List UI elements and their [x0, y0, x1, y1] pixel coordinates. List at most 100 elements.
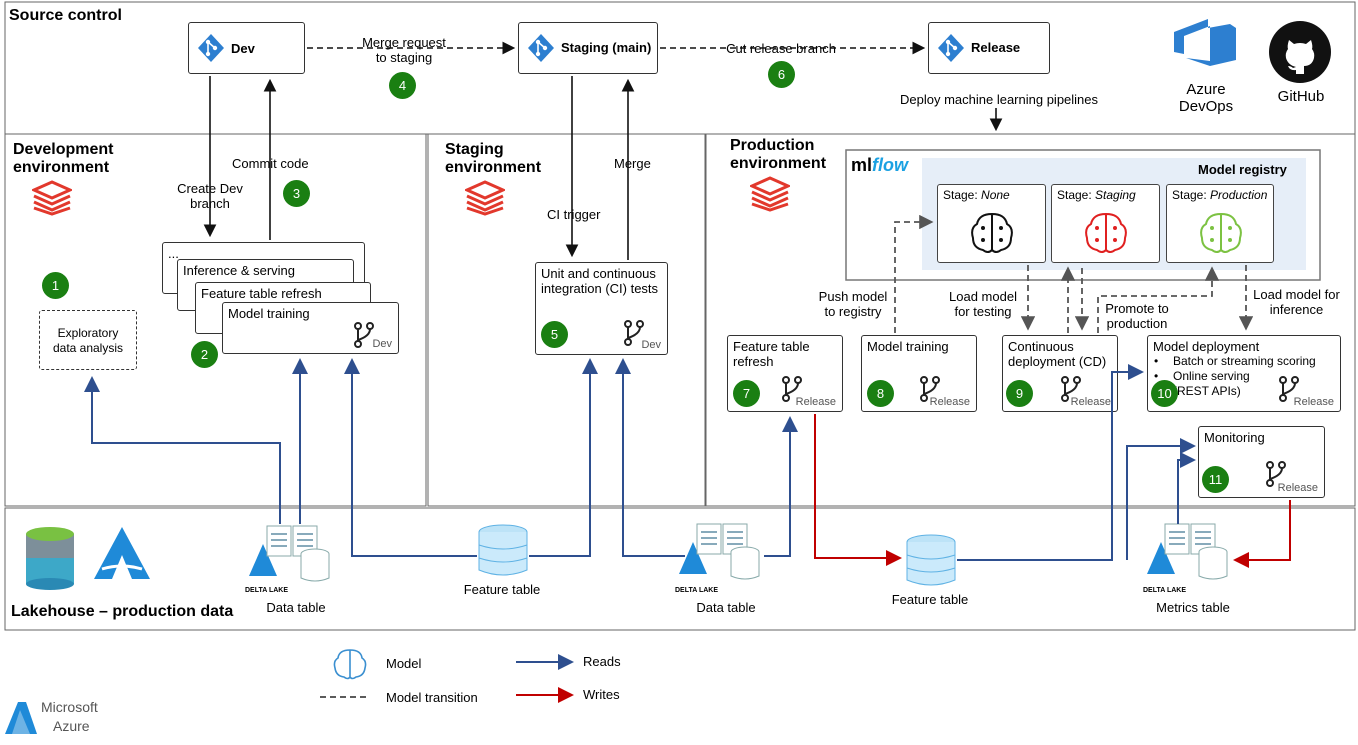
legend-model-label: Model — [386, 656, 422, 671]
bullet-dot-2: • — [1154, 369, 1159, 383]
batch-scoring-bullet: Batch or streaming scoring — [1173, 354, 1316, 368]
databricks-dev-icon — [32, 180, 72, 216]
delta-lake-table-icon-1 — [249, 525, 330, 582]
model-training-dev-label: Model training — [228, 306, 310, 321]
stage-production-name: Production — [1210, 188, 1268, 202]
step-1-badge: 1 — [42, 272, 69, 299]
step-10-badge: 10 — [1151, 380, 1178, 407]
model-deployment-label: Model deployment — [1153, 339, 1260, 354]
mlflow-logo: mlflow — [851, 155, 908, 175]
repo-branch-icon — [1266, 461, 1286, 487]
step-4-badge: 4 — [389, 72, 416, 99]
feature-table-icon-1 — [478, 524, 528, 576]
ci-tests-label: Unit and continuous integration (CI) tes… — [541, 266, 659, 296]
repo-branch-icon — [1279, 376, 1299, 402]
legend-writes-label: Writes — [583, 687, 620, 702]
mlflow-logo-ml: ml — [851, 155, 873, 175]
git-branch-icon — [938, 34, 964, 62]
repo-branch-icon — [920, 376, 940, 402]
stage-production-label: Stage: Production — [1172, 188, 1267, 202]
merge-label: Merge — [614, 156, 651, 171]
git-branch-icon — [528, 34, 554, 62]
load-testing-label: Load model for testing — [949, 289, 1017, 319]
step-11-badge: 11 — [1202, 466, 1229, 493]
stage-none-label: Stage: None — [943, 188, 1010, 202]
github-icon — [1269, 21, 1331, 83]
staging-branch-box[interactable]: Staging (main) — [518, 22, 658, 74]
model-deployment-box[interactable]: Model deployment • Batch or streaming sc… — [1147, 335, 1341, 412]
feature-refresh-dev-label: Feature table refresh — [201, 286, 322, 301]
model-training-prod-label: Model training — [867, 339, 949, 354]
repo-branch-icon — [354, 322, 374, 348]
feature-refresh-prod-label: Feature table refresh — [733, 339, 810, 369]
dev-branch-box[interactable]: Dev — [188, 22, 305, 74]
monitoring-box[interactable]: Monitoring Release — [1198, 426, 1325, 498]
monitoring-tag: Release — [1277, 482, 1318, 494]
feature-table-icon-2 — [906, 534, 956, 586]
data-table-label-2: Data table — [696, 600, 756, 615]
mlflow-logo-flow: flow — [872, 155, 909, 175]
stage-staging-prefix: Stage: — [1057, 188, 1096, 202]
github-label: GitHub — [1277, 88, 1325, 105]
step-8-badge: 8 — [867, 380, 894, 407]
databricks-staging-icon — [465, 180, 505, 216]
create-dev-branch-label: Create Dev branch — [177, 181, 243, 211]
step-5-badge: 5 — [541, 321, 568, 348]
staging-branch-label: Staging (main) — [561, 40, 652, 55]
brain-model-icon — [971, 212, 1013, 253]
exploratory-box[interactable]: Exploratory data analysis — [39, 310, 137, 370]
feature-refresh-prod-tag: Release — [795, 396, 836, 408]
feature-table-label-2: Feature table — [891, 592, 969, 607]
legend-model-icon — [333, 649, 367, 680]
legend-reads-label: Reads — [583, 654, 621, 669]
development-heading: Development environment — [13, 141, 114, 176]
data-table-label-1: Data table — [266, 600, 326, 615]
azure-label: Azure — [53, 718, 90, 734]
stage-production-box[interactable]: Stage: Production — [1166, 184, 1274, 263]
promote-label: Promote to production — [1105, 301, 1169, 331]
dev-branch-label: Dev — [231, 41, 255, 56]
stage-none-name: None — [981, 188, 1010, 202]
cut-release-label: Cut release branch — [726, 41, 836, 56]
cd-label: Continuous deployment (CD) — [1008, 339, 1107, 369]
stage-staging-box[interactable]: Stage: Staging — [1051, 184, 1160, 263]
microsoft-azure-logo-icon — [5, 702, 37, 734]
release-branch-box[interactable]: Release — [928, 22, 1050, 74]
step-7-badge: 7 — [733, 380, 760, 407]
stage-production-prefix: Stage: — [1172, 188, 1211, 202]
model-deployment-tag: Release — [1293, 396, 1334, 408]
deploy-pipelines-label: Deploy machine learning pipelines — [900, 92, 1099, 107]
feature-table-label-1: Feature table — [463, 582, 541, 597]
azure-devops-icon — [1174, 19, 1236, 66]
online-serving-bullet: Online serving (REST APIs) — [1173, 369, 1250, 398]
azure-data-lake-icon — [94, 527, 150, 579]
commit-code-label: Commit code — [232, 156, 309, 171]
source-control-heading: Source control — [9, 7, 122, 24]
stage-none-box[interactable]: Stage: None — [937, 184, 1046, 263]
lakehouse-heading: Lakehouse – production data — [11, 603, 234, 620]
delta-lake-label-3: DELTA LAKE — [1143, 587, 1187, 594]
cd-tag: Release — [1070, 396, 1111, 408]
legend-transition-label: Model transition — [386, 690, 478, 705]
model-training-dev-box[interactable]: Model training Dev — [222, 302, 399, 354]
delta-lake-table-icon-2 — [679, 523, 760, 580]
repo-branch-icon — [624, 320, 644, 346]
stage-staging-name: Staging — [1095, 188, 1136, 202]
step-6-badge: 6 — [768, 61, 795, 88]
load-inference-label: Load model for inference — [1253, 287, 1340, 317]
stage-staging-label: Stage: Staging — [1057, 188, 1136, 202]
storage-cylinder-icon — [26, 527, 74, 590]
merge-request-label: Merge request to staging — [362, 35, 446, 65]
ci-trigger-label: CI trigger — [547, 207, 601, 222]
databricks-prod-icon — [750, 176, 790, 212]
push-model-label: Push model to registry — [818, 289, 888, 319]
brain-model-icon — [1085, 212, 1127, 253]
inference-serving-label: Inference & serving — [183, 263, 296, 278]
dev-stack-more-label: ... — [168, 246, 179, 261]
step-3-badge: 3 — [283, 180, 310, 207]
delta-lake-label-1: DELTA LAKE — [245, 587, 289, 594]
registry-frame — [845, 149, 1321, 281]
staging-heading: Staging environment — [445, 141, 542, 176]
production-heading: Production environment — [730, 137, 827, 172]
